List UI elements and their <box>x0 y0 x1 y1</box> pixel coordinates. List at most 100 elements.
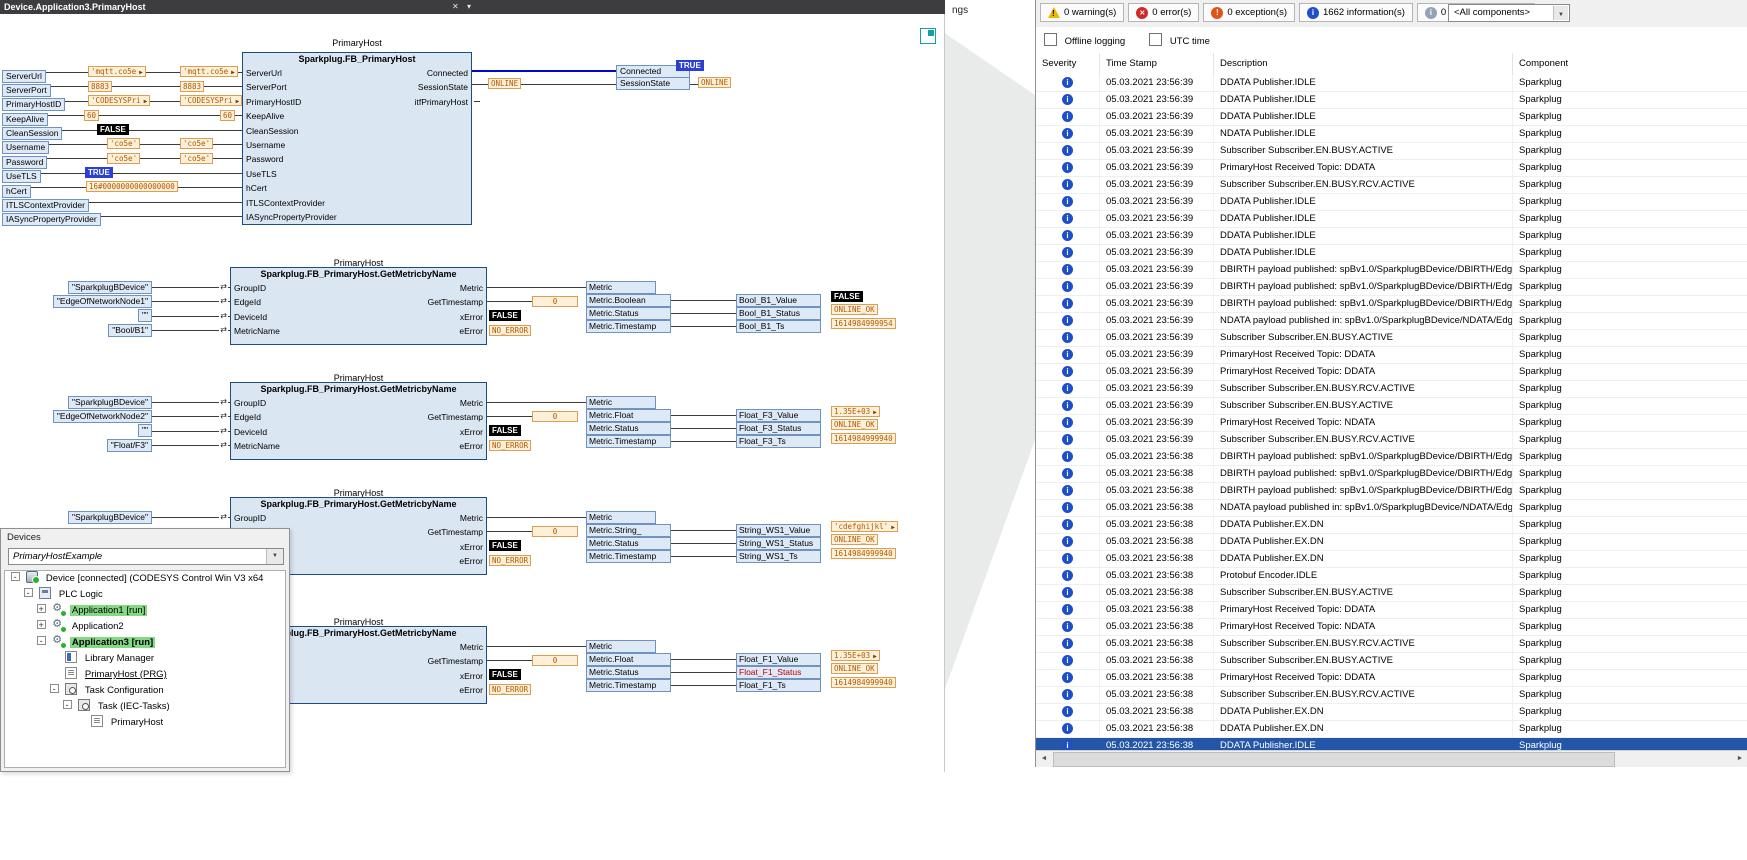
literal-box[interactable]: "SparkplugBDevice" <box>68 396 152 409</box>
timestamp-badge[interactable]: 1614984999940 <box>831 677 896 688</box>
log-row[interactable]: 05.03.2021 23:56:39 DDATA Publisher.IDLE… <box>1036 228 1747 245</box>
getmetric-block[interactable]: Sparkplug.FB_PrimaryHost.GetMetricbyName… <box>230 267 487 345</box>
bool-false-badge[interactable]: FALSE <box>489 669 521 680</box>
log-row[interactable]: 05.03.2021 23:56:39 NDATA Publisher.IDLE… <box>1036 126 1747 143</box>
metric-member-box[interactable]: Metric.Timestamp <box>586 550 671 563</box>
offline-logging-checkbox[interactable]: Offline logging <box>1044 33 1125 47</box>
log-filter-button[interactable]: 1662 information(s) <box>1299 3 1413 22</box>
value-badge[interactable]: 8883 <box>88 81 112 92</box>
variable-box[interactable]: KeepAlive <box>2 113 48 126</box>
literal-box[interactable]: "SparkplugBDevice" <box>68 511 152 524</box>
literal-box[interactable]: "Bool/B1" <box>108 324 152 337</box>
variable-box[interactable]: Username <box>2 141 49 154</box>
value-badge[interactable]: 60 <box>84 110 99 121</box>
log-row[interactable]: 05.03.2021 23:56:38 Subscriber Subscribe… <box>1036 687 1747 704</box>
log-row[interactable]: 05.03.2021 23:56:39 PrimaryHost Received… <box>1036 347 1747 364</box>
column-header-timestamp[interactable]: Time Stamp <box>1100 53 1214 75</box>
log-row[interactable]: 05.03.2021 23:56:38 PrimaryHost Received… <box>1036 602 1747 619</box>
log-row[interactable]: 05.03.2021 23:56:39 Subscriber Subscribe… <box>1036 398 1747 415</box>
value-badge[interactable]: 'cdefghijkl' <box>831 521 898 532</box>
variable-box[interactable]: hCert <box>2 185 31 198</box>
metric-member-box[interactable]: Metric.Status <box>586 666 671 679</box>
tree-expander[interactable]: + <box>37 620 46 629</box>
target-variable-box[interactable]: Bool_B1_Value <box>736 294 821 307</box>
value-badge[interactable]: 1.35E+03 <box>831 406 880 417</box>
log-row[interactable]: 05.03.2021 23:56:38 DDATA Publisher.EX.D… <box>1036 704 1747 721</box>
value-badge[interactable]: 'mqtt.co5e <box>180 66 238 77</box>
log-row[interactable]: 05.03.2021 23:56:38 DBIRTH payload publi… <box>1036 483 1747 500</box>
bool-false-badge[interactable]: FALSE <box>489 425 521 436</box>
tree-item[interactable]: - Application3 [run] <box>5 635 285 651</box>
target-variable-box[interactable]: Float_F3_Status <box>736 422 821 435</box>
metric-member-box[interactable]: Metric.Status <box>586 537 671 550</box>
variable-box[interactable]: CleanSession <box>2 127 62 140</box>
log-row[interactable]: 05.03.2021 23:56:39 DDATA Publisher.IDLE… <box>1036 245 1747 262</box>
tree-item[interactable]: + Application1 [run] <box>5 603 285 619</box>
variable-box[interactable]: Password <box>2 156 47 169</box>
metric-member-box[interactable]: Metric.Status <box>586 307 671 320</box>
timestamp-badge[interactable]: 1614984999940 <box>831 433 896 444</box>
log-row[interactable]: 05.03.2021 23:56:39 PrimaryHost Received… <box>1036 160 1747 177</box>
metric-member-box[interactable]: Metric.Timestamp <box>586 435 671 448</box>
metric-member-box[interactable]: Metric.Timestamp <box>586 320 671 333</box>
value-badge[interactable]: 'co5e' <box>107 138 140 149</box>
fb-primaryhost-block[interactable]: Sparkplug.FB_PrimaryHost ServerUrlServer… <box>242 52 472 225</box>
target-variable-box[interactable]: String_WS1_Status <box>736 537 821 550</box>
value-badge[interactable]: 60 <box>220 110 235 121</box>
log-row[interactable]: 05.03.2021 23:56:38 DDATA Publisher.EX.D… <box>1036 534 1747 551</box>
value-badge[interactable]: 0 <box>532 526 578 537</box>
log-filter-button[interactable]: 0 exception(s) <box>1203 3 1295 22</box>
log-row[interactable]: 05.03.2021 23:56:38 DBIRTH payload publi… <box>1036 466 1747 483</box>
log-row[interactable]: 05.03.2021 23:56:39 DBIRTH payload publi… <box>1036 262 1747 279</box>
checkbox-icon[interactable] <box>1149 33 1162 46</box>
metric-struct-box[interactable]: Metric <box>586 396 656 409</box>
metric-member-box[interactable]: Metric.Float <box>586 653 671 666</box>
log-row[interactable]: 05.03.2021 23:56:39 PrimaryHost Received… <box>1036 415 1747 432</box>
tree-item[interactable]: PrimaryHost <box>5 715 285 731</box>
scrollbar-thumb[interactable] <box>1053 752 1615 767</box>
variable-box[interactable]: ServerPort <box>2 84 51 97</box>
log-row[interactable]: 05.03.2021 23:56:38 PrimaryHost Received… <box>1036 619 1747 636</box>
tree-expander[interactable]: - <box>11 572 20 581</box>
online-value-badge[interactable]: ONLINE_OK <box>831 419 878 430</box>
timestamp-badge[interactable]: 1614984999940 <box>831 548 896 559</box>
value-badge[interactable]: NO_ERROR <box>489 325 531 336</box>
log-row[interactable]: 05.03.2021 23:56:38 DDATA Publisher.EX.D… <box>1036 517 1747 534</box>
metric-struct-box[interactable]: Metric <box>586 511 656 524</box>
bool-true-badge[interactable]: TRUE <box>676 60 704 71</box>
tree-expander[interactable]: - <box>63 700 72 709</box>
metric-struct-box[interactable]: Metric <box>586 640 656 653</box>
value-badge[interactable]: NO_ERROR <box>489 440 531 451</box>
tree-item[interactable]: - PLC Logic <box>5 587 285 603</box>
target-variable-box[interactable]: String_WS1_Ts <box>736 550 821 563</box>
tree-item[interactable]: + Application2 <box>5 619 285 635</box>
log-row[interactable]: 05.03.2021 23:56:38 Protobuf Encoder.IDL… <box>1036 568 1747 585</box>
variable-box[interactable]: UseTLS <box>2 170 41 183</box>
result-box[interactable]: SessionState <box>616 77 690 90</box>
value-badge[interactable]: 8883 <box>180 81 204 92</box>
column-header-severity[interactable]: Severity <box>1036 53 1100 75</box>
scroll-left-icon[interactable] <box>1036 751 1052 767</box>
component-filter-select[interactable]: <All components> <box>1448 4 1570 22</box>
tree-expander[interactable]: + <box>37 604 46 613</box>
getmetric-block[interactable]: Sparkplug.FB_PrimaryHost.GetMetricbyName… <box>230 382 487 460</box>
utc-time-checkbox[interactable]: UTC time <box>1149 33 1210 47</box>
tree-expander[interactable]: - <box>37 636 46 645</box>
value-badge[interactable]: 16#0000000000000000 <box>86 181 178 192</box>
column-header-component[interactable]: Component <box>1513 53 1747 75</box>
target-variable-box[interactable]: Float_F1_Ts <box>736 679 821 692</box>
value-badge[interactable]: 1.35E+03 <box>831 650 880 661</box>
target-variable-box[interactable]: Float_F3_Ts <box>736 435 821 448</box>
timestamp-badge[interactable]: 1614984999954 <box>831 318 896 329</box>
log-filter-button[interactable]: 0 warning(s) <box>1040 3 1124 22</box>
value-badge[interactable]: 0 <box>532 655 578 666</box>
log-row[interactable]: 05.03.2021 23:56:38 PrimaryHost Received… <box>1036 670 1747 687</box>
online-value-badge[interactable]: ONLINE <box>698 77 731 88</box>
online-value-badge[interactable]: ONLINE_OK <box>831 663 878 674</box>
metric-member-box[interactable]: Metric.Float <box>586 409 671 422</box>
value-badge[interactable]: 'co5e' <box>180 138 213 149</box>
tree-item[interactable]: - Task (IEC-Tasks) <box>5 699 285 715</box>
metric-member-box[interactable]: Metric.String_ <box>586 524 671 537</box>
value-badge[interactable]: 'co5e' <box>107 153 140 164</box>
project-selector[interactable]: PrimaryHostExample <box>8 548 284 565</box>
